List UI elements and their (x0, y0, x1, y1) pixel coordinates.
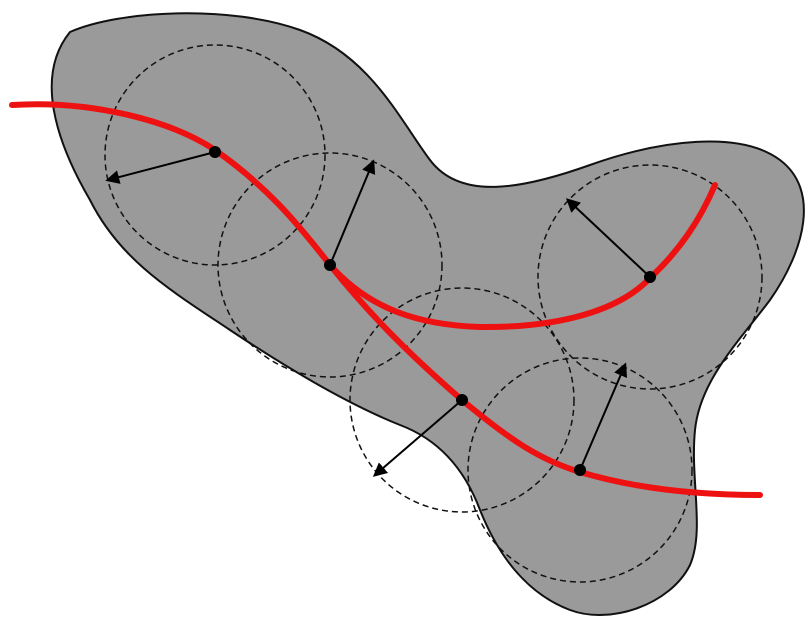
medial-axis-branch (327, 182, 718, 331)
medial-axis-curve (9, 101, 763, 498)
circle-2 (217, 152, 443, 378)
arrow-3 (372, 399, 463, 477)
circle-4 (467, 357, 693, 583)
arrow-2 (329, 159, 376, 266)
circle-3 (349, 287, 575, 513)
circle-5 (537, 164, 763, 390)
arrow-5 (565, 198, 651, 278)
point-1 (209, 146, 221, 158)
center-points (209, 146, 656, 476)
normal-vectors (105, 151, 651, 477)
shaded-region (50, 12, 805, 616)
point-5 (644, 271, 656, 283)
arrow-4 (579, 362, 628, 471)
point-4 (574, 464, 586, 476)
inscribed-circles (104, 44, 763, 583)
arrow-1 (105, 151, 216, 184)
point-3 (456, 394, 468, 406)
circle-1 (104, 44, 326, 266)
point-2 (324, 259, 336, 271)
